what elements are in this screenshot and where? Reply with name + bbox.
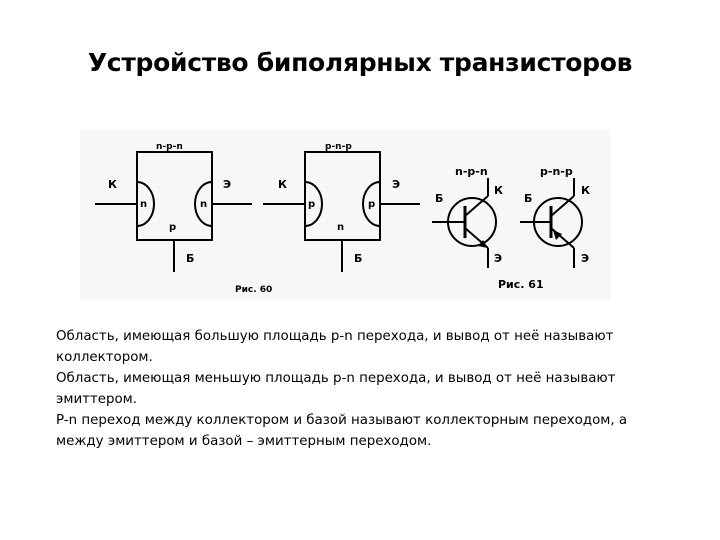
pnp-collector-label: К [278,178,287,191]
pnp-symbol-collector-line [550,195,575,217]
npn-left-region: n [140,199,147,210]
paragraph-collector: Область, имеющая большую площадь p-n пер… [56,329,614,365]
pnp-structure: p-n-p p p n К Э Б [263,142,420,272]
npn-right-region: n [200,199,207,210]
npn-base-region: p [169,222,176,233]
pnp-symbol-base-label: Б [524,192,532,205]
body-text: Область, имеющая большую площадь p-n пер… [56,326,656,452]
pnp-emitter-arrow-icon [553,230,562,240]
pnp-base-region: n [337,222,344,233]
transistor-figure: n-p-n n n p К Э Б p-n-p p p n К Э Б Рис.… [80,130,610,300]
pnp-symbol-emitter-label: Э [581,252,589,265]
npn-symbol: n-p-n Б К Э [432,165,503,268]
figure-background [80,130,610,300]
slide-title: Устройство биполярных транзисторов [87,48,633,77]
npn-collector-label: К [108,178,117,191]
npn-symbol-collector-label: К [494,184,503,197]
figure-caption-60: Рис. 60 [235,285,272,295]
pnp-emitter-junction [362,181,381,227]
figure-caption-61: Рис. 61 [498,278,544,291]
pnp-right-region: p [368,199,375,210]
pnp-symbol-collector-label: К [581,184,590,197]
npn-collector-junction [136,181,155,227]
pnp-left-region: p [308,199,315,210]
npn-base-label: Б [186,252,194,265]
pnp-symbol: p-n-p Б К Э [520,165,590,268]
npn-symbol-base-label: Б [435,192,443,205]
pnp-emitter-label: Э [392,178,400,191]
npn-emitter-arrow-icon [478,240,488,248]
npn-symbol-label: n-p-n [455,165,488,178]
paragraph-junctions: P-n переход между коллектором и базой на… [56,413,628,449]
npn-structure-label: n-p-n [156,142,183,152]
transistor-diagram: n-p-n n n p К Э Б p-n-p p p n К Э Б Рис.… [80,130,610,300]
pnp-base-label: Б [354,252,362,265]
paragraph-emitter: Область, имеющая меньшую площадь p-n пер… [56,371,616,407]
pnp-symbol-label: p-n-p [540,165,573,178]
npn-emitter-junction [194,181,213,227]
npn-symbol-emitter-label: Э [494,252,502,265]
pnp-structure-label: p-n-p [325,142,352,152]
npn-structure: n-p-n n n p К Э Б [95,142,252,272]
npn-symbol-collector-line [464,195,489,217]
npn-emitter-label: Э [223,178,231,191]
pnp-collector-junction [304,181,323,227]
